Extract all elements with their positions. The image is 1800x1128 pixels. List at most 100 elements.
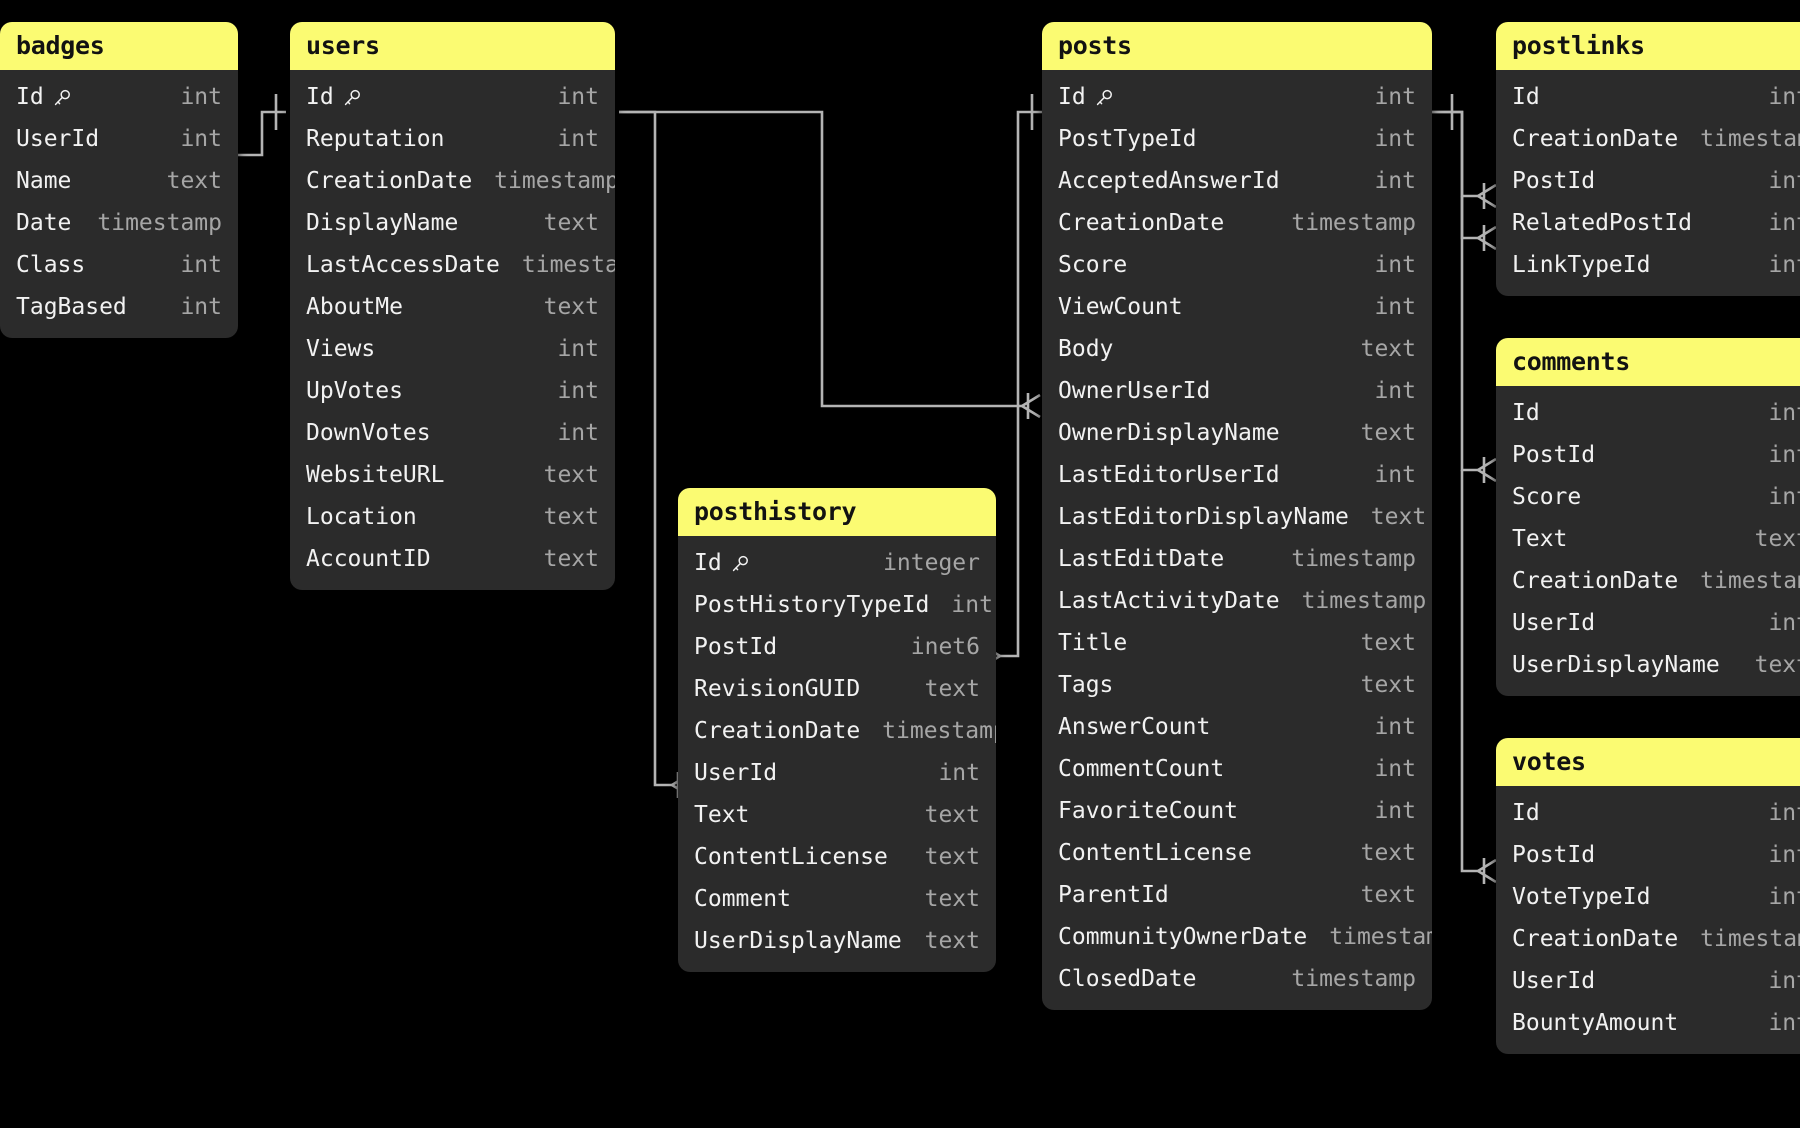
table-card-postlinks[interactable]: postlinksIdintCreationDatetimestampPostI… xyxy=(1496,22,1800,296)
field-row[interactable]: BountyAmountint xyxy=(1496,1002,1800,1044)
field-type: int xyxy=(1374,797,1416,824)
field-type: text xyxy=(543,209,599,236)
field-name: Id xyxy=(1512,801,1540,825)
field-type: int xyxy=(1374,461,1416,488)
field-name: CommunityOwnerDate xyxy=(1058,925,1307,949)
field-name: LastEditorDisplayName xyxy=(1058,505,1349,529)
field-name: CreationDate xyxy=(1512,927,1678,951)
field-row[interactable]: LinkTypeIdint xyxy=(1496,244,1800,286)
field-type: int xyxy=(1768,1009,1800,1036)
field-row[interactable]: CommunityOwnerDatetimestamp xyxy=(1042,916,1432,958)
field-name: UserDisplayName xyxy=(1512,653,1720,677)
table-fields-postlinks: IdintCreationDatetimestampPostIdintRelat… xyxy=(1496,70,1800,296)
field-type: int xyxy=(1768,483,1800,510)
field-name-label: OwnerUserId xyxy=(1058,377,1211,404)
field-type: text xyxy=(1754,525,1800,552)
field-row[interactable]: UserId int xyxy=(0,118,238,160)
field-row[interactable]: PostIdint xyxy=(1496,834,1800,876)
field-type: int xyxy=(1768,441,1800,468)
field-type: int xyxy=(180,251,222,278)
field-type: text xyxy=(924,927,980,954)
field-name: UserId xyxy=(1512,611,1595,635)
field-type: int xyxy=(180,125,222,152)
field-name: UserId xyxy=(16,127,99,151)
connector-posts-postlinks xyxy=(1432,94,1497,251)
table-card-comments[interactable]: commentsIdintPostIdintScoreintTexttextCr… xyxy=(1496,338,1800,696)
field-type: int xyxy=(557,335,599,362)
field-name: Title xyxy=(1058,631,1127,655)
field-name-label: VoteTypeId xyxy=(1512,883,1651,910)
field-row[interactable]: VoteTypeIdint xyxy=(1496,876,1800,918)
field-row[interactable]: PostIdint xyxy=(1496,160,1800,202)
field-row[interactable]: PostIdint xyxy=(1496,434,1800,476)
table-card-votes[interactable]: votesIdintPostIdintVoteTypeIdintCreation… xyxy=(1496,738,1800,1054)
field-row[interactable]: LastAccessDatetimestamp xyxy=(290,244,615,286)
field-name: Location xyxy=(306,505,417,529)
field-row[interactable]: RelatedPostIdint xyxy=(1496,202,1800,244)
